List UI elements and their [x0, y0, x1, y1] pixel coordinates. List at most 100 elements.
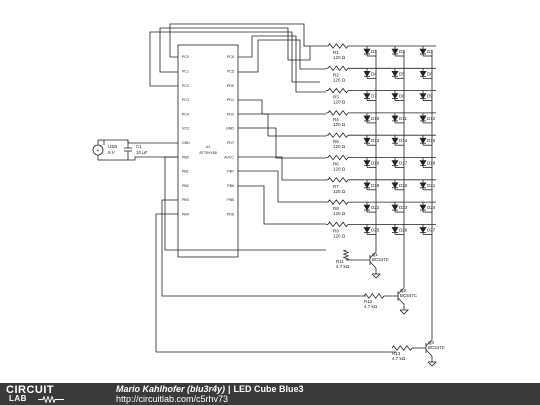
led-label: D24	[427, 205, 436, 210]
led-label: D17	[399, 161, 408, 166]
led-symbol	[419, 71, 427, 77]
project-url-link[interactable]: http://circuitlab.com/c5rhv73	[116, 394, 229, 404]
mcu-pin-label: AVCC	[224, 155, 234, 159]
mcu-pin-label: PB1	[182, 170, 189, 174]
led-label: D16	[371, 161, 380, 166]
resistor-symbol	[327, 87, 349, 94]
resistor-value: 120 Ω	[333, 122, 346, 127]
transistor-name: Q2	[400, 288, 407, 293]
led-symbol	[391, 71, 399, 77]
led-symbol	[363, 160, 371, 167]
led-label: D7	[371, 94, 377, 99]
resistor-name: R9	[333, 228, 339, 233]
led-label: D13	[371, 138, 380, 143]
transistor-name: Q1	[372, 252, 379, 257]
led-symbol	[363, 182, 371, 189]
led-label: D12	[427, 116, 436, 121]
mcu-pins: PC0PC1PC2PC3PC4VCCGNDPB0PB1PB2PB3PB4PC6P…	[182, 55, 234, 216]
led-label: D1	[371, 49, 377, 54]
resistor-logo-icon	[38, 396, 64, 403]
led-label: D23	[399, 205, 408, 210]
led-symbol	[419, 227, 427, 233]
led-label: D22	[371, 205, 380, 210]
usb-value: 5 V	[108, 150, 115, 155]
mcu-pin-label: PD7	[227, 141, 234, 145]
ground-icon	[399, 309, 409, 315]
capacitor-value: 10 µF	[136, 150, 148, 155]
led-symbol	[391, 48, 399, 55]
led-symbol	[391, 115, 399, 122]
led-symbol	[391, 204, 399, 211]
transistor-name: Q3	[428, 340, 435, 345]
ground-icon	[427, 361, 437, 367]
footer-bar: CIRCUIT LAB Mario Kahlhofer (blu3r4y)|LE…	[0, 383, 540, 405]
mcu-pin-label: VCC	[182, 127, 190, 131]
led-symbol	[419, 204, 427, 211]
mcu-pin-label: PC6	[227, 55, 234, 59]
mcu-pin-label: PB2	[182, 184, 189, 188]
capacitor-name: C1	[136, 144, 142, 149]
resistor-value: 120 Ω	[333, 189, 346, 194]
resistor-value: 120 Ω	[333, 167, 346, 172]
resistor-name: R2	[333, 72, 339, 77]
mcu-pin-label: PB4	[182, 213, 189, 217]
cathode-columns	[375, 50, 433, 338]
led-symbol	[419, 93, 427, 100]
mcu-pin-label: GND	[182, 141, 190, 145]
resistor-value: 120 Ω	[333, 55, 346, 60]
led-label: D18	[427, 161, 436, 166]
led-symbol	[391, 93, 399, 100]
led-label: D21	[427, 183, 436, 188]
mcu-pin-label: PD1	[227, 98, 234, 102]
polarity-icon: +	[97, 148, 100, 154]
led-label: D26	[399, 227, 408, 232]
base-resistor-symbol	[391, 345, 413, 351]
circuitlab-logo[interactable]: CIRCUIT LAB	[4, 384, 92, 404]
mcu-pin-label: PC5	[227, 70, 234, 74]
mcu-designator: U1	[206, 145, 211, 149]
base-resistor-name: R11	[336, 259, 344, 264]
mcu-pin-label: PD0	[227, 84, 234, 88]
resistor-name: R7	[333, 184, 339, 189]
resistor-name: R3	[333, 95, 339, 100]
resistor-value: 120 Ω	[333, 233, 346, 238]
resistor-value: 120 Ω	[333, 144, 346, 149]
led-symbol	[419, 182, 427, 189]
resistor-symbol	[327, 221, 349, 228]
logo-text-top: CIRCUIT	[6, 384, 55, 396]
led-label: D25	[371, 227, 380, 232]
resistor-symbol	[327, 132, 349, 139]
led-symbol	[363, 93, 371, 100]
transistor-part: BC547C	[372, 257, 390, 262]
mcu-left-wiring	[104, 23, 396, 353]
resistor-symbol	[327, 176, 349, 183]
resistor-symbol	[327, 43, 349, 49]
led-label: D6	[427, 71, 433, 76]
led-label: D11	[399, 116, 407, 121]
led-symbol	[363, 227, 371, 233]
logo-text-bottom: LAB	[6, 394, 27, 403]
led-symbol	[391, 160, 399, 167]
resistor-name: R4	[333, 117, 339, 122]
led-label: D10	[371, 116, 380, 121]
resistor-name: R8	[333, 206, 339, 211]
base-resistor-name: R13	[392, 351, 401, 356]
led-label: D5	[399, 71, 405, 76]
led-label: D4	[371, 71, 377, 76]
base-resistor-value: 4.7 kΩ	[364, 304, 378, 309]
mcu-pin-label: PB3	[182, 198, 189, 202]
mcu-pin-label: PC4	[182, 112, 189, 116]
resistor-value: 120 Ω	[333, 77, 346, 82]
footer-title: Mario Kahlhofer (blu3r4y)|LED Cube Blue3	[116, 384, 304, 394]
mcu-pin-label: PC3	[182, 98, 189, 102]
transistor-part: BC547C	[428, 345, 446, 350]
led-label: D2	[399, 49, 405, 54]
resistor-symbol	[327, 199, 349, 205]
led-symbol	[419, 115, 427, 122]
led-symbol	[391, 137, 399, 144]
title-separator: |	[228, 384, 231, 394]
mcu-pin-label: PC2	[182, 84, 189, 88]
mcu-pin-label: PB5	[227, 198, 234, 202]
logo-lab: LAB	[9, 394, 27, 403]
